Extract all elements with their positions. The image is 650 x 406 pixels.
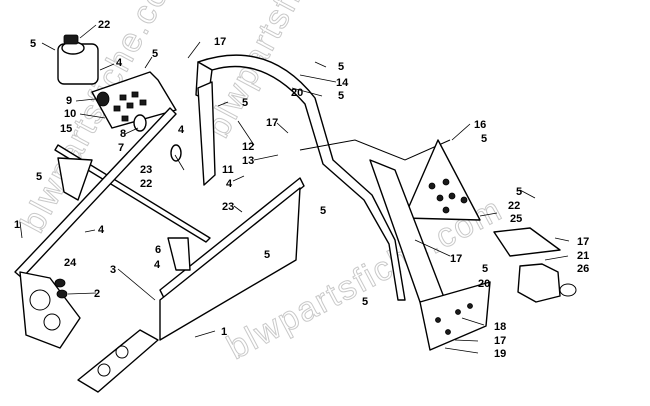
callout-20: 20 bbox=[478, 278, 490, 290]
callout-4: 4 bbox=[226, 178, 233, 190]
callout-17: 17 bbox=[577, 236, 589, 248]
callout-15: 15 bbox=[60, 123, 72, 135]
callout-5: 5 bbox=[30, 38, 36, 50]
callout-16: 16 bbox=[474, 119, 486, 131]
callout-17: 17 bbox=[494, 335, 506, 347]
callout-23: 23 bbox=[140, 164, 152, 176]
leader-lines bbox=[19, 24, 570, 354]
callout-13: 13 bbox=[242, 155, 254, 167]
callout-4: 4 bbox=[178, 124, 185, 136]
callout-10: 10 bbox=[64, 108, 76, 120]
callout-3: 3 bbox=[110, 264, 116, 276]
callout-17: 17 bbox=[450, 253, 462, 265]
callout-14: 14 bbox=[336, 77, 349, 89]
callout-7: 7 bbox=[118, 142, 124, 154]
callout-9: 9 bbox=[66, 95, 72, 107]
callout-23: 23 bbox=[222, 201, 234, 213]
callout-5: 5 bbox=[362, 296, 368, 308]
callout-11: 11 bbox=[222, 164, 234, 176]
callout-25: 25 bbox=[510, 213, 522, 225]
right-side-assembly bbox=[369, 139, 577, 351]
callout-21: 21 bbox=[577, 250, 589, 262]
callout-20: 20 bbox=[291, 87, 303, 99]
callout-labels: 22 5 4 5 9 10 15 8 7 17 5 14 20 5 5 4 17… bbox=[14, 19, 589, 360]
steering-column bbox=[19, 271, 159, 393]
callout-22: 22 bbox=[140, 178, 152, 190]
callout-17: 17 bbox=[266, 117, 278, 129]
callout-18: 18 bbox=[494, 321, 506, 333]
callout-26: 26 bbox=[577, 263, 589, 275]
callout-5: 5 bbox=[242, 97, 248, 109]
callout-4: 4 bbox=[98, 224, 105, 236]
callout-8: 8 bbox=[120, 128, 126, 140]
callout-22: 22 bbox=[98, 19, 110, 31]
callout-5: 5 bbox=[338, 61, 344, 73]
callout-19: 19 bbox=[494, 348, 506, 360]
callout-5: 5 bbox=[482, 263, 488, 275]
callout-5: 5 bbox=[516, 186, 522, 198]
callout-5: 5 bbox=[481, 133, 487, 145]
callout-6: 6 bbox=[155, 244, 161, 256]
callout-5: 5 bbox=[320, 205, 326, 217]
callout-5: 5 bbox=[264, 249, 270, 261]
callout-2: 2 bbox=[94, 288, 100, 300]
callout-4: 4 bbox=[154, 259, 161, 271]
callout-1: 1 bbox=[14, 219, 20, 231]
callout-4: 4 bbox=[116, 57, 123, 69]
callout-5: 5 bbox=[152, 48, 158, 60]
callout-22: 22 bbox=[508, 200, 520, 212]
reservoir-assembly bbox=[57, 34, 182, 162]
callout-24: 24 bbox=[64, 257, 77, 269]
left-bracket-assembly bbox=[14, 81, 305, 341]
callout-12: 12 bbox=[242, 141, 254, 153]
callout-5: 5 bbox=[338, 90, 344, 102]
callout-1: 1 bbox=[221, 326, 227, 338]
callout-5: 5 bbox=[36, 171, 42, 183]
callout-17: 17 bbox=[214, 36, 226, 48]
